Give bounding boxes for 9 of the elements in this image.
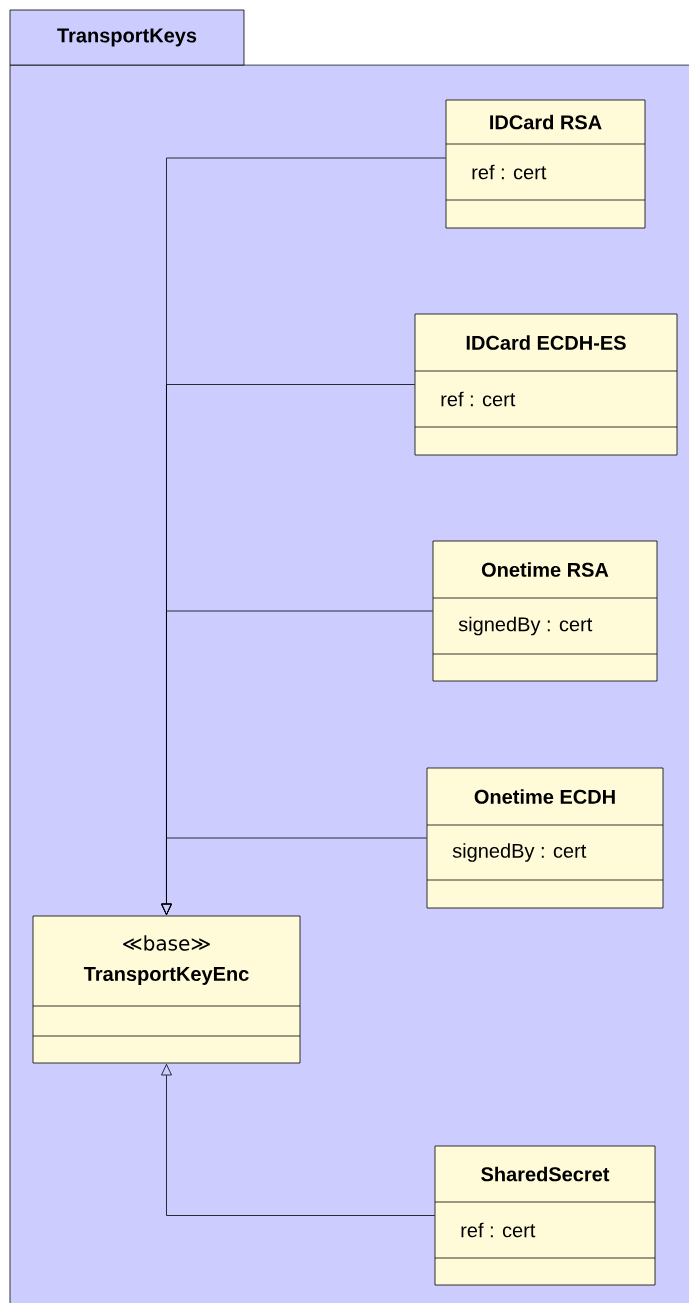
class-box: SharedSecret ref : cert (434, 1145, 656, 1286)
class-box: IDCard ECDH-ES ref : cert (414, 313, 678, 456)
class-box: IDCard RSA ref : cert (445, 99, 646, 229)
class-box: Onetime RSA signedBy : cert (432, 540, 658, 682)
generalization-arrow (161, 1063, 435, 1216)
class-box: ≪base≫ TransportKeyEnc (32, 915, 301, 1064)
generalization-arrow (161, 837, 427, 916)
node-label: TransportKeys (57, 28, 197, 47)
class-box: Onetime ECDH signedBy : cert (426, 767, 664, 909)
